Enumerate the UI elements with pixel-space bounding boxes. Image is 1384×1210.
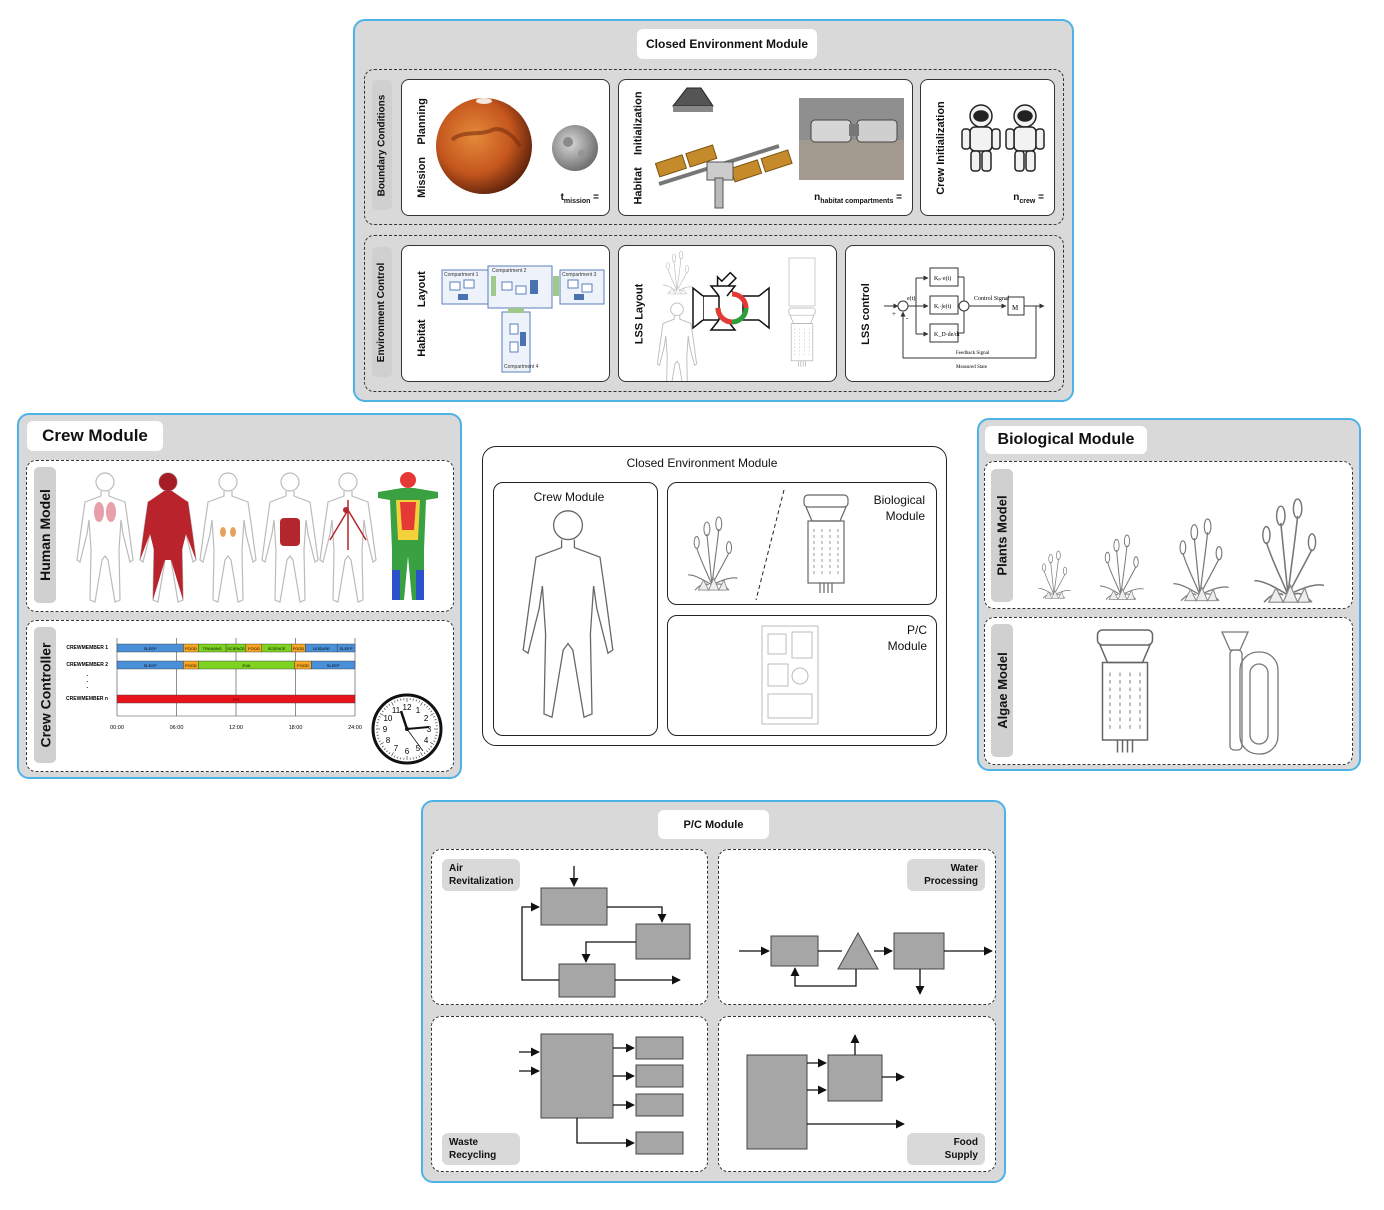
mars-planet (436, 98, 532, 194)
algae-model-label: Algae Model (991, 624, 1013, 757)
algae-model-group (984, 617, 1353, 765)
compartment-1-label: Compartment 1 (444, 272, 479, 278)
lss-layout-title: LSS Layout (629, 254, 649, 374)
biological-module-title: Biological Module (985, 426, 1147, 454)
overview-crew-label: Crew Module (533, 490, 605, 504)
habitat-layout-title: Habitat Layout (412, 254, 432, 374)
environment-control-group (364, 235, 1064, 392)
compartment-2-label: Compartment 2 (492, 268, 527, 274)
crew-module-title: Crew Module (27, 421, 163, 451)
overview-pc-box (667, 615, 937, 736)
human-faint (656, 302, 698, 381)
lss-control-title: LSS control (856, 254, 876, 374)
compartment-4-label: Compartment 4 (504, 364, 539, 370)
mission-planning-panel: Mission Planning tmission = (401, 79, 610, 216)
error-label: e(t) (907, 295, 915, 302)
astronaut-icon (961, 104, 1001, 172)
habitat-layout-panel: Compartment 1 Compartment 2 Compartment … (401, 245, 610, 382)
plant-faint (662, 250, 693, 295)
boundary-conditions-group (364, 69, 1064, 225)
crew-initialization-panel: Crew Initialization ncrew = (920, 79, 1055, 216)
lss-layout-panel: LSS Layout (618, 245, 837, 382)
water-processing-panel (718, 849, 996, 1005)
habitat-initialization-panel: Habitat Initialization nhabitat compartm… (618, 79, 913, 216)
astronaut-icon (1005, 104, 1045, 172)
pc-module-title: P/C Module (658, 810, 769, 839)
measured-state-label: Measured State (956, 365, 988, 370)
compartment-3-label: Compartment 3 (562, 272, 597, 278)
svg-text:Kᵢ·∫e(t): Kᵢ·∫e(t) (934, 303, 951, 310)
svg-text:K_D·de/dt: K_D·de/dt (934, 332, 960, 338)
minus-sign: - (906, 314, 909, 322)
overview-bio-box (667, 482, 937, 605)
lss-control-panel: Kₚ·e(t) Kᵢ·∫e(t) K_D·de/dt M Control Sig… (845, 245, 1055, 382)
surface-habitat-image (799, 98, 904, 180)
human-model-label: Human Model (34, 467, 56, 603)
t-mission-label: tmission = (560, 192, 599, 205)
schedule-ellipsis: ... (86, 668, 89, 690)
feedback-signal-label: Feedback Signal (956, 351, 990, 356)
human-model-group (26, 460, 454, 612)
capsule-image (671, 87, 714, 112)
m-block-label: M (1012, 304, 1019, 312)
crew-initialization-title: Crew Initialization (931, 88, 951, 208)
closed-environment-title: Closed Environment Module (637, 29, 817, 59)
plants-model-label: Plants Model (991, 469, 1013, 602)
plants-model-group (984, 461, 1353, 609)
moon (552, 125, 598, 171)
n-habitat-label: nhabitat compartments = (814, 192, 902, 205)
crew-controller-group (26, 620, 454, 772)
habitat-initialization-title: Habitat Initialization (629, 88, 649, 208)
svg-text:Kₚ·e(t): Kₚ·e(t) (934, 275, 951, 282)
space-station-image (654, 144, 793, 209)
plus-sign: + (892, 310, 896, 318)
overview-title: Closed Environment Module (626, 456, 778, 470)
crew-controller-label: Crew Controller (34, 627, 56, 763)
overview-crew-box (493, 482, 658, 736)
bioreactor-faint (788, 307, 816, 368)
environment-control-label: Environment Control (372, 247, 392, 377)
mission-planning-title: Mission Planning (412, 88, 432, 208)
n-crew-label: ncrew = (1013, 192, 1044, 205)
boundary-conditions-label: Boundary Conditions (372, 80, 392, 210)
control-signal-label: Control Signal (974, 296, 1010, 302)
